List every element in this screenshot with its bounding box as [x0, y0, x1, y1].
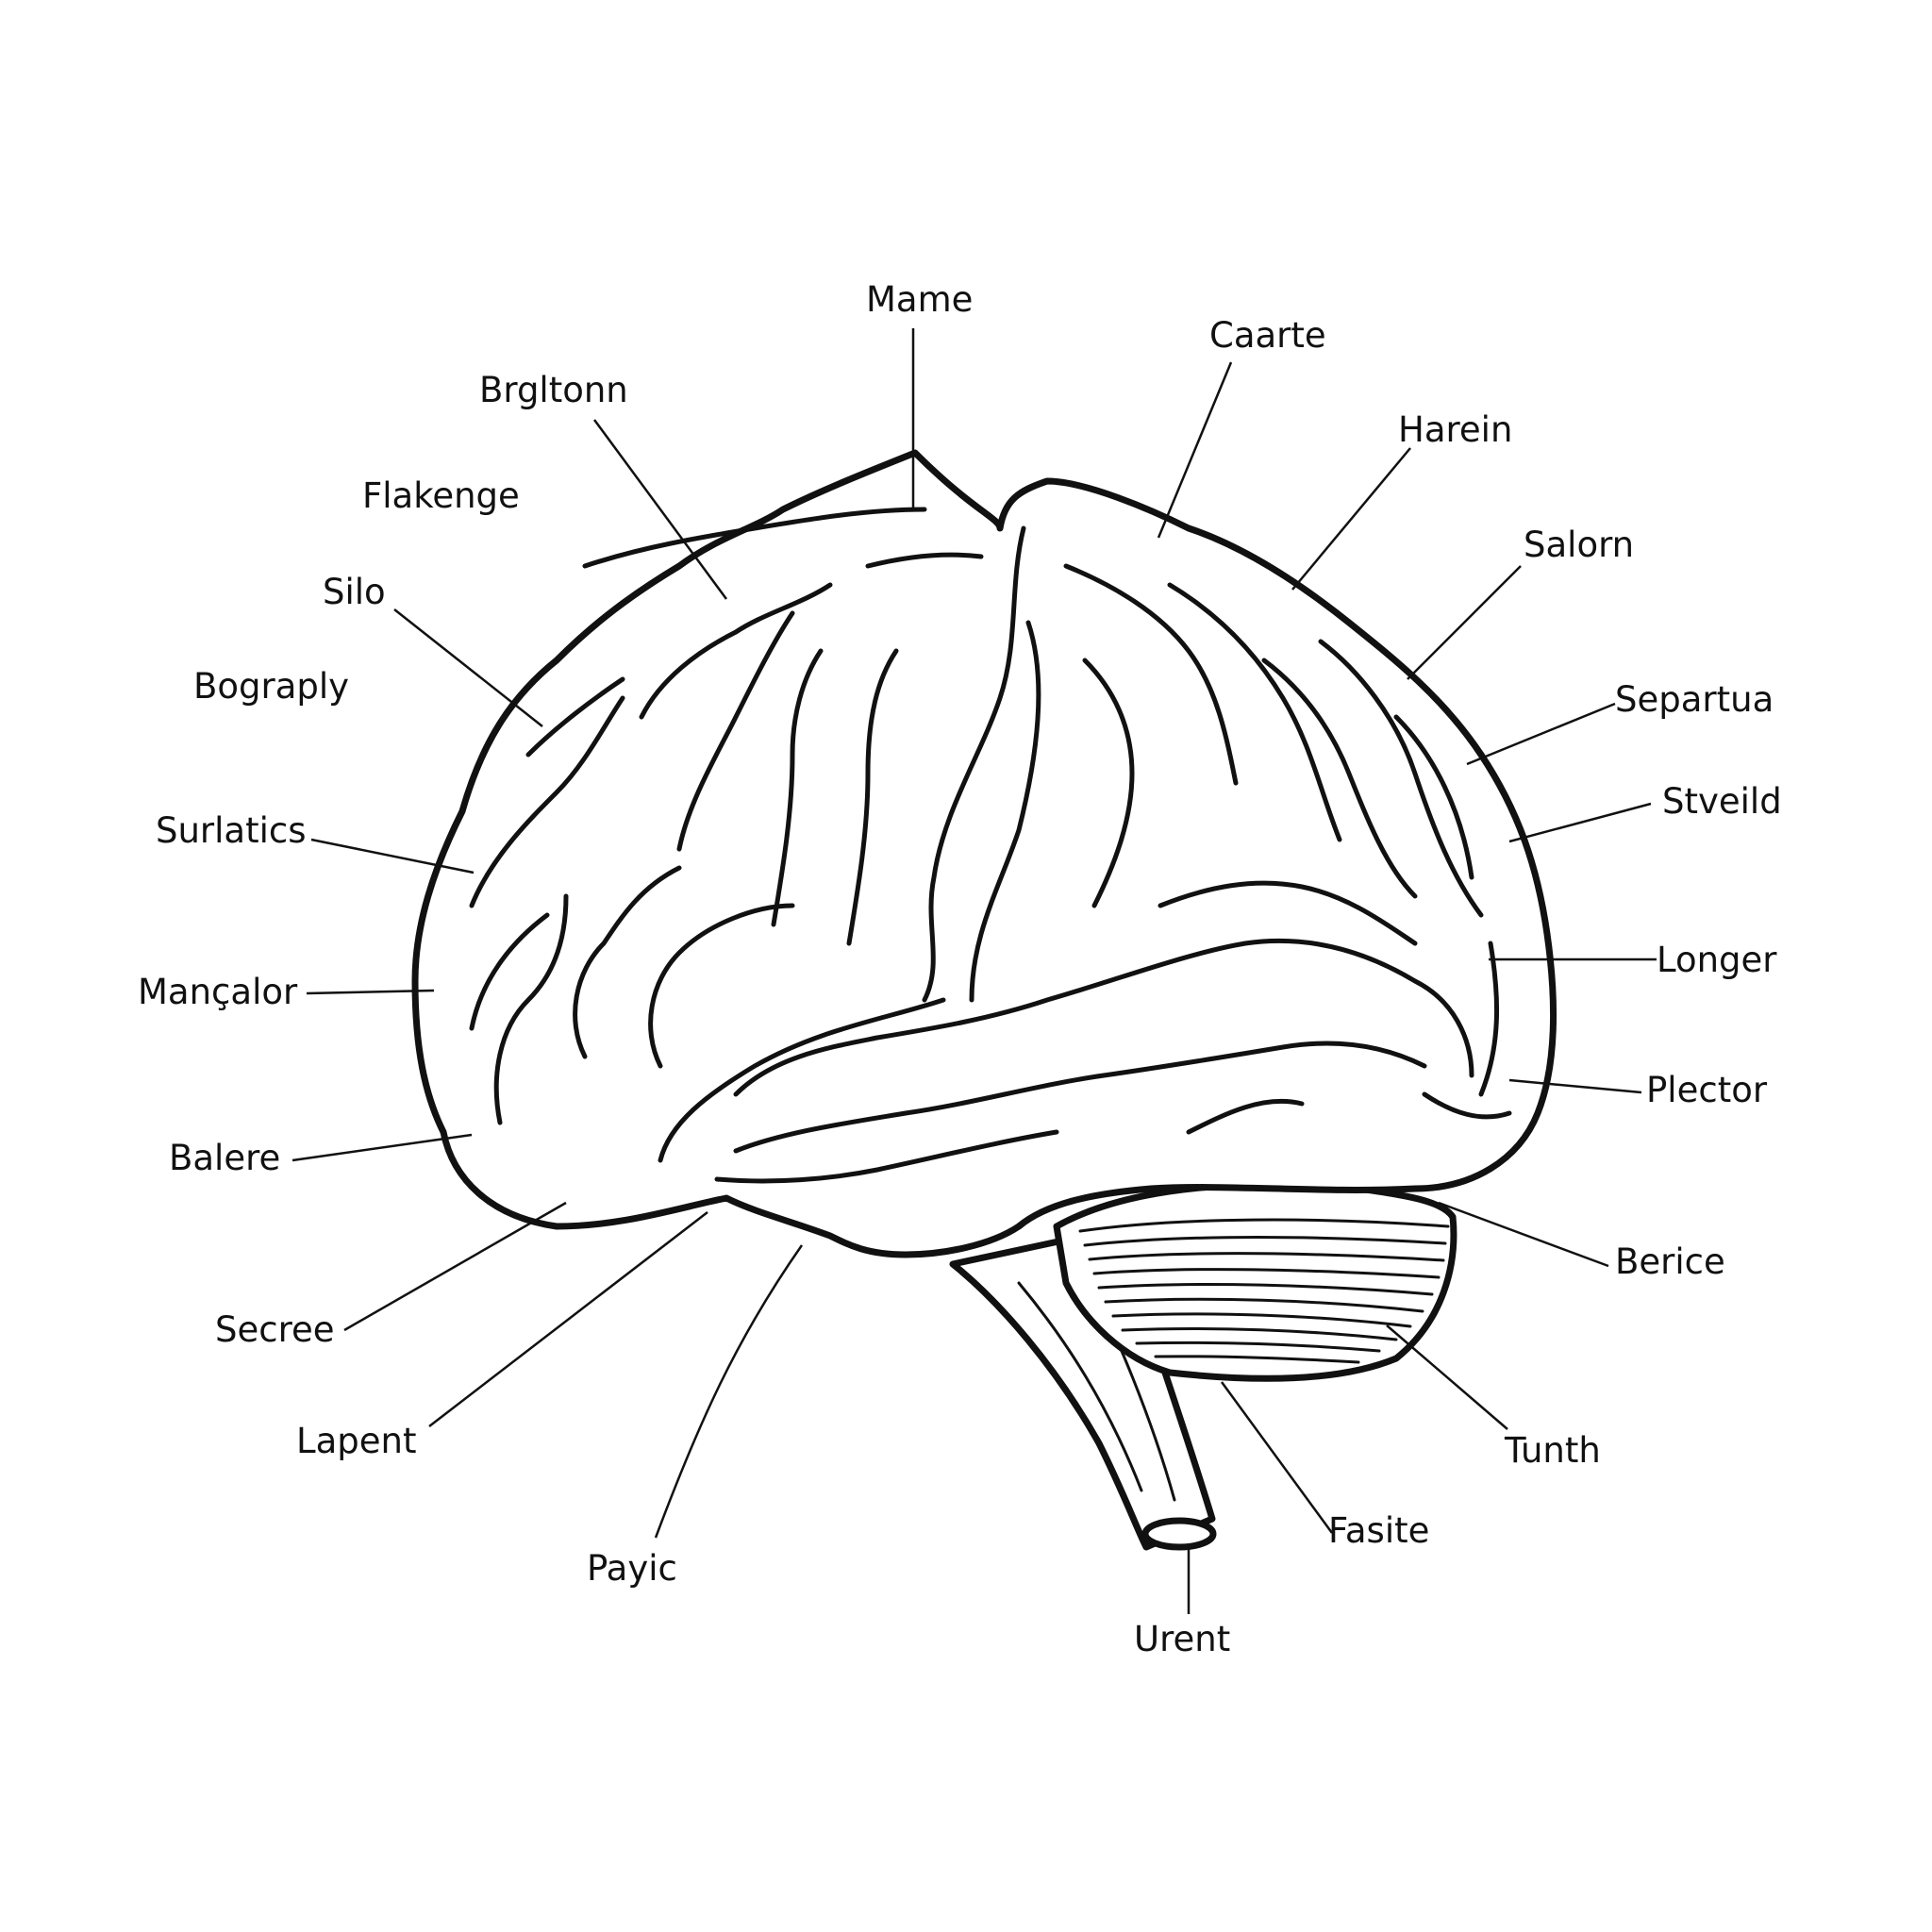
- brain-stem-end: [1141, 1517, 1217, 1551]
- leader-stveild: [1508, 802, 1652, 843]
- label-silo: Silo: [323, 572, 386, 612]
- leader-fasite: [1220, 1381, 1334, 1534]
- leader-lapent: [428, 1211, 708, 1427]
- label-separtua: Separtua: [1615, 679, 1774, 720]
- label-longer: Longer: [1657, 940, 1777, 980]
- leader-silo: [393, 608, 543, 727]
- leader-brgltonn: [592, 419, 728, 600]
- leader-mancalor: [306, 989, 435, 995]
- label-secree: Secree: [215, 1309, 335, 1350]
- leader-harein: [1291, 447, 1411, 591]
- leader-surlatics: [310, 838, 475, 874]
- label-plector: Plector: [1646, 1070, 1768, 1110]
- label-bograply: Bograply: [193, 666, 349, 707]
- label-caarte: Caarte: [1209, 315, 1326, 356]
- label-harein: Harein: [1398, 409, 1512, 450]
- leader-salorn: [1407, 565, 1522, 680]
- leader-secree: [343, 1201, 567, 1332]
- label-mame: Mame: [866, 279, 973, 320]
- label-stveild: Stveild: [1662, 781, 1782, 822]
- label-brgltonn: Brgltonn: [479, 370, 628, 410]
- label-payic: Payic: [587, 1548, 677, 1589]
- label-lapent: Lapent: [296, 1421, 417, 1461]
- leader-tunth: [1386, 1324, 1508, 1430]
- label-tunth: Tunth: [1504, 1430, 1601, 1471]
- label-mancalor: Mançalor: [138, 972, 298, 1012]
- leader-caarte: [1157, 361, 1233, 539]
- label-urent: Urent: [1134, 1619, 1230, 1659]
- label-salorn: Salorn: [1524, 525, 1634, 565]
- label-balere: Balere: [169, 1138, 280, 1178]
- leader-balere: [291, 1133, 473, 1162]
- label-flakenge: Flakenge: [362, 475, 520, 516]
- leader-separtua: [1466, 702, 1616, 766]
- label-fasite: Fasite: [1328, 1510, 1429, 1551]
- label-surlatics: Surlatics: [156, 810, 307, 851]
- leader-plector: [1508, 1078, 1642, 1094]
- label-berice: Berice: [1615, 1241, 1725, 1282]
- leader-berice: [1438, 1201, 1609, 1268]
- leader-payic: [654, 1244, 804, 1539]
